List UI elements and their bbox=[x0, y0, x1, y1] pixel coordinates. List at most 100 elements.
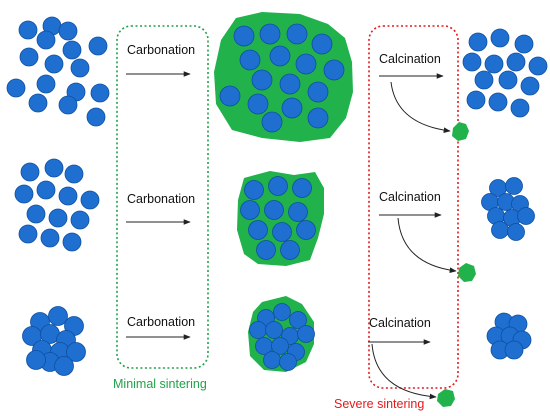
cao-particle bbox=[58, 21, 78, 41]
carbonation-label-1: Carbonation bbox=[127, 43, 196, 57]
cao-particle bbox=[307, 107, 329, 129]
cao-particle bbox=[261, 111, 283, 133]
cao-particle bbox=[280, 240, 300, 260]
cao-particle bbox=[510, 98, 530, 118]
cao-particle bbox=[70, 58, 90, 78]
cao-particle bbox=[474, 70, 494, 90]
cao-particle bbox=[88, 36, 108, 56]
cao-particle bbox=[26, 350, 46, 370]
cao-particle bbox=[64, 164, 84, 184]
cao-particle bbox=[90, 83, 110, 103]
calcination-curve-2 bbox=[397, 217, 457, 273]
cao-particle bbox=[233, 25, 255, 47]
cao-particle bbox=[36, 180, 56, 200]
minimal-sintering-box bbox=[116, 25, 209, 369]
cao-particle bbox=[484, 54, 504, 74]
cao-particle bbox=[26, 204, 46, 224]
cao-particle bbox=[80, 190, 100, 210]
cao-particle bbox=[488, 92, 508, 112]
cao-particle bbox=[498, 70, 518, 90]
cao-particle bbox=[281, 97, 303, 119]
particle-groups bbox=[6, 16, 548, 376]
sintered-product-2 bbox=[458, 263, 476, 282]
particle-group-calcined-medium bbox=[481, 177, 535, 241]
cao-particle bbox=[273, 303, 291, 321]
cao-particle bbox=[263, 351, 281, 369]
cao-particle bbox=[279, 353, 297, 371]
sintered-product-3 bbox=[437, 389, 455, 407]
cao-particle bbox=[292, 178, 312, 198]
cao-particle bbox=[244, 180, 264, 200]
cao-particle bbox=[36, 30, 56, 50]
cao-particle bbox=[58, 95, 78, 115]
cao-particle bbox=[54, 356, 74, 376]
severe-sintering-box bbox=[368, 25, 459, 389]
cao-particle bbox=[44, 54, 64, 74]
cao-particle bbox=[297, 325, 315, 343]
cao-particle bbox=[504, 340, 524, 360]
cao-particle bbox=[259, 23, 281, 45]
cao-particle bbox=[20, 162, 40, 182]
calcination-label-2: Calcination bbox=[379, 190, 441, 204]
cao-particle bbox=[468, 32, 488, 52]
cao-particle bbox=[268, 176, 288, 196]
cao-particle bbox=[70, 210, 90, 230]
carbonation-label-2: Carbonation bbox=[127, 192, 196, 206]
cao-particle bbox=[62, 40, 82, 60]
cao-particle bbox=[86, 107, 106, 127]
cao-particle bbox=[307, 81, 329, 103]
cao-particle bbox=[28, 93, 48, 113]
cao-particle bbox=[256, 240, 276, 260]
cao-particle bbox=[36, 74, 56, 94]
cao-particle bbox=[517, 207, 535, 225]
calcination-label-1: Calcination bbox=[379, 52, 441, 66]
cao-particle bbox=[466, 90, 486, 110]
cao-particle bbox=[265, 321, 283, 339]
cao-particle bbox=[505, 177, 523, 195]
cao-particle bbox=[18, 224, 38, 244]
cao-particle bbox=[14, 184, 34, 204]
particle-group-calcined-compact bbox=[486, 312, 532, 360]
minimal-sintering-caption: Minimal sintering bbox=[113, 377, 207, 391]
cao-particle bbox=[528, 56, 548, 76]
cao-particle bbox=[295, 53, 317, 75]
particle-group-calcined-loose bbox=[462, 28, 548, 118]
cao-particle bbox=[66, 342, 86, 362]
particle-group-fresh-loose-1 bbox=[6, 16, 110, 127]
particle-group-fresh-medium-1 bbox=[14, 158, 100, 252]
cao-particle bbox=[264, 200, 284, 220]
cao-particle bbox=[271, 337, 289, 355]
sintered-product-1 bbox=[452, 122, 469, 141]
cao-particle bbox=[323, 59, 345, 81]
particle-group-fresh-compact-1 bbox=[22, 306, 86, 376]
cao-particle bbox=[491, 221, 509, 239]
cao-particle bbox=[58, 186, 78, 206]
cao-particle bbox=[44, 158, 64, 178]
cao-particle bbox=[249, 321, 267, 339]
calcination-label-3: Calcination bbox=[369, 316, 431, 330]
cao-particle bbox=[279, 73, 301, 95]
cao-particle bbox=[247, 93, 269, 115]
cao-particle bbox=[240, 200, 260, 220]
particle-group-carbonated-medium bbox=[240, 176, 316, 260]
particle-group-carbonated-large bbox=[219, 23, 345, 133]
cao-particle bbox=[506, 52, 526, 72]
particle-group-carbonated-small bbox=[249, 303, 315, 371]
cao-particle bbox=[462, 52, 482, 72]
cao-particle bbox=[48, 306, 68, 326]
cao-particle bbox=[6, 78, 26, 98]
carbonation-label-3: Carbonation bbox=[127, 315, 196, 329]
cao-particle bbox=[239, 49, 261, 71]
cao-particle bbox=[62, 232, 82, 252]
cao-particle bbox=[48, 208, 68, 228]
cao-particle bbox=[248, 220, 268, 240]
cao-particle bbox=[19, 47, 39, 67]
cao-particle bbox=[289, 311, 307, 329]
cao-particle bbox=[40, 228, 60, 248]
cao-particle bbox=[514, 34, 534, 54]
cao-particle bbox=[219, 85, 241, 107]
cao-particle bbox=[18, 20, 38, 40]
cao-particle bbox=[272, 222, 292, 242]
